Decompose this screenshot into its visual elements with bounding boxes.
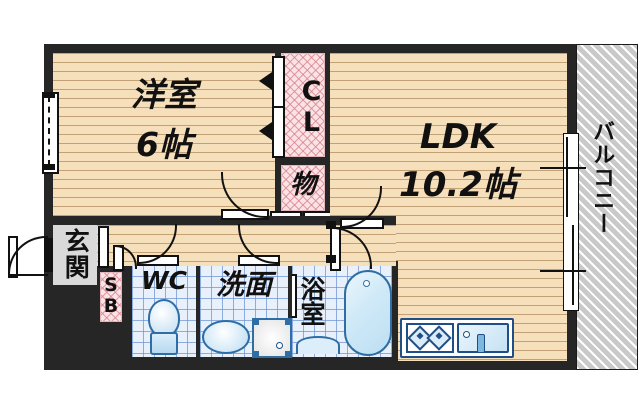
pan-corner-tl-icon — [254, 320, 259, 325]
vanity-basin — [202, 320, 250, 354]
pan-corner-br-icon — [285, 351, 290, 356]
bedroom-window-jamb-bottom — [42, 164, 55, 170]
balcony-label: バルコニー — [589, 120, 615, 235]
toilet-label: WC — [141, 266, 187, 295]
toilet-bowl — [148, 299, 180, 337]
balcony-area — [576, 44, 638, 370]
bath-label: 浴室 — [297, 276, 326, 326]
entrance-area — [53, 225, 97, 285]
washing-machine-pan — [252, 318, 292, 358]
pan-drain-icon — [276, 342, 283, 349]
pan-corner-bl-icon — [254, 351, 259, 356]
closet-door-arrow-lower-icon — [259, 122, 272, 140]
shoe-box-label-b: B — [103, 295, 119, 317]
washroom-label: 洗面 — [215, 268, 272, 301]
bedroom-window-glazing-icon — [48, 96, 50, 166]
closet-door-panel-upper[interactable] — [272, 56, 285, 108]
exterior-wall-bottom — [44, 361, 576, 370]
ldk-door-jamb-b — [326, 255, 336, 263]
storage-area — [281, 165, 325, 211]
ldk-name-label: LDK — [419, 117, 497, 157]
balcony-sliding-door-panel-a — [566, 137, 568, 217]
ldk-door-jamb — [326, 221, 336, 229]
sink-faucet-icon — [477, 334, 485, 353]
bathtub-drain-icon — [363, 280, 370, 287]
bedroom-window-jamb-top — [42, 92, 55, 98]
shoe-box-label-s: S — [104, 274, 118, 296]
shoe-box-area — [100, 272, 122, 322]
bedroom-size-label: 6帖 — [136, 125, 192, 164]
bedroom-window[interactable] — [42, 92, 59, 174]
balcony-sliding-door-panel-b — [572, 225, 574, 305]
entrance-door-swing-arc-icon-b — [8, 236, 48, 276]
balcony-door-track-upper — [540, 167, 586, 169]
corridor-top-wall — [53, 216, 396, 225]
storage-label: 物 — [289, 170, 316, 200]
closet-door-arrow-upper-icon — [259, 72, 272, 90]
closet-label: CL — [296, 76, 327, 138]
bath-washbasin-icon — [296, 336, 340, 354]
toilet-base — [150, 332, 178, 355]
entrance-inner-door-leaf[interactable] — [98, 226, 109, 268]
closet-area — [281, 53, 325, 157]
balcony-door-track-lower — [540, 270, 586, 272]
closet-door-panel-lower[interactable] — [272, 106, 285, 158]
ldk-size-label: 10.2帖 — [399, 165, 517, 205]
pan-corner-tr-icon — [285, 320, 290, 325]
entrance-label: 玄関 — [61, 228, 91, 280]
sink-drain-icon — [463, 331, 470, 338]
entrance-door-jamb — [44, 238, 53, 272]
bedroom-name-label: 洋室 — [131, 75, 197, 114]
